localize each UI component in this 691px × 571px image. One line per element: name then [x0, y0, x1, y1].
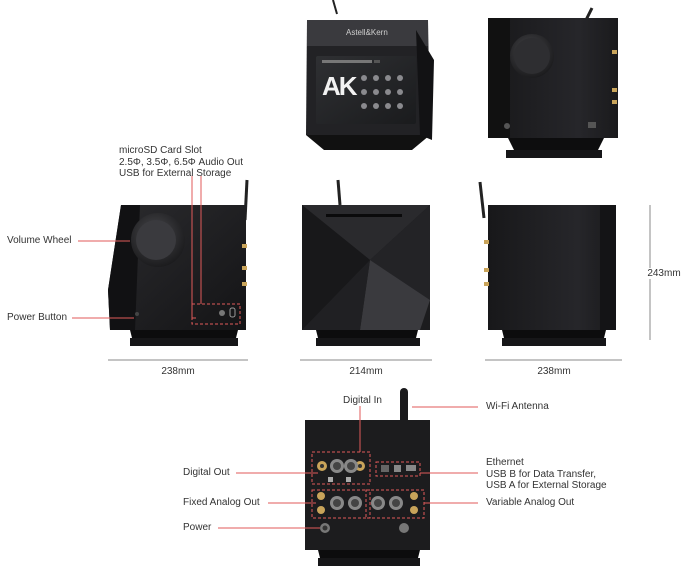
- callout-lines: [72, 176, 478, 529]
- device-rear-panel-view: [305, 388, 430, 566]
- power-label: Power: [183, 522, 212, 533]
- device-side-view-right: [478, 181, 616, 346]
- brand-logo-text: Astell&Kern: [346, 28, 388, 37]
- ethernet-line-2: USB B for Data Transfer,: [486, 468, 597, 480]
- device-front-view: [302, 179, 430, 346]
- left-width-dimension: 238mm: [161, 366, 195, 377]
- microsd-line-1: microSD Card Slot: [119, 145, 202, 156]
- ethernet-line-3: USB A for External Storage: [486, 480, 607, 491]
- device-top-view: [306, 0, 434, 150]
- variable-analog-out-label: Variable Analog Out: [486, 497, 575, 508]
- microsd-callout-label: microSD Card Slot 2.5Φ, 3.5Φ, 6.5Φ Audio…: [119, 145, 243, 180]
- device-rear-angle-view: [488, 7, 618, 158]
- power-button-label: Power Button: [7, 312, 68, 323]
- fixed-analog-out-label: Fixed Analog Out: [183, 497, 260, 508]
- front-width-dimension: 214mm: [349, 366, 383, 377]
- digital-out-label: Digital Out: [183, 467, 230, 478]
- microsd-line-2: 2.5Φ, 3.5Φ, 6.5Φ Audio Out: [119, 156, 244, 168]
- ethernet-callout-label: Ethernet USB B for Data Transfer, USB A …: [486, 457, 607, 492]
- digital-in-label: Digital In: [343, 395, 382, 406]
- right-width-dimension: 238mm: [537, 366, 571, 377]
- microsd-line-3: USB for External Storage: [119, 168, 232, 179]
- ethernet-line-1: Ethernet: [486, 457, 524, 468]
- device-side-view-left: [108, 179, 249, 346]
- volume-wheel-label: Volume Wheel: [7, 235, 72, 246]
- power-button-icon: [135, 312, 139, 316]
- cd-slot: [326, 214, 402, 217]
- ak-logo: AK: [322, 71, 358, 101]
- height-dimension: 243mm: [642, 268, 686, 279]
- wifi-antenna-label: Wi-Fi Antenna: [486, 401, 549, 412]
